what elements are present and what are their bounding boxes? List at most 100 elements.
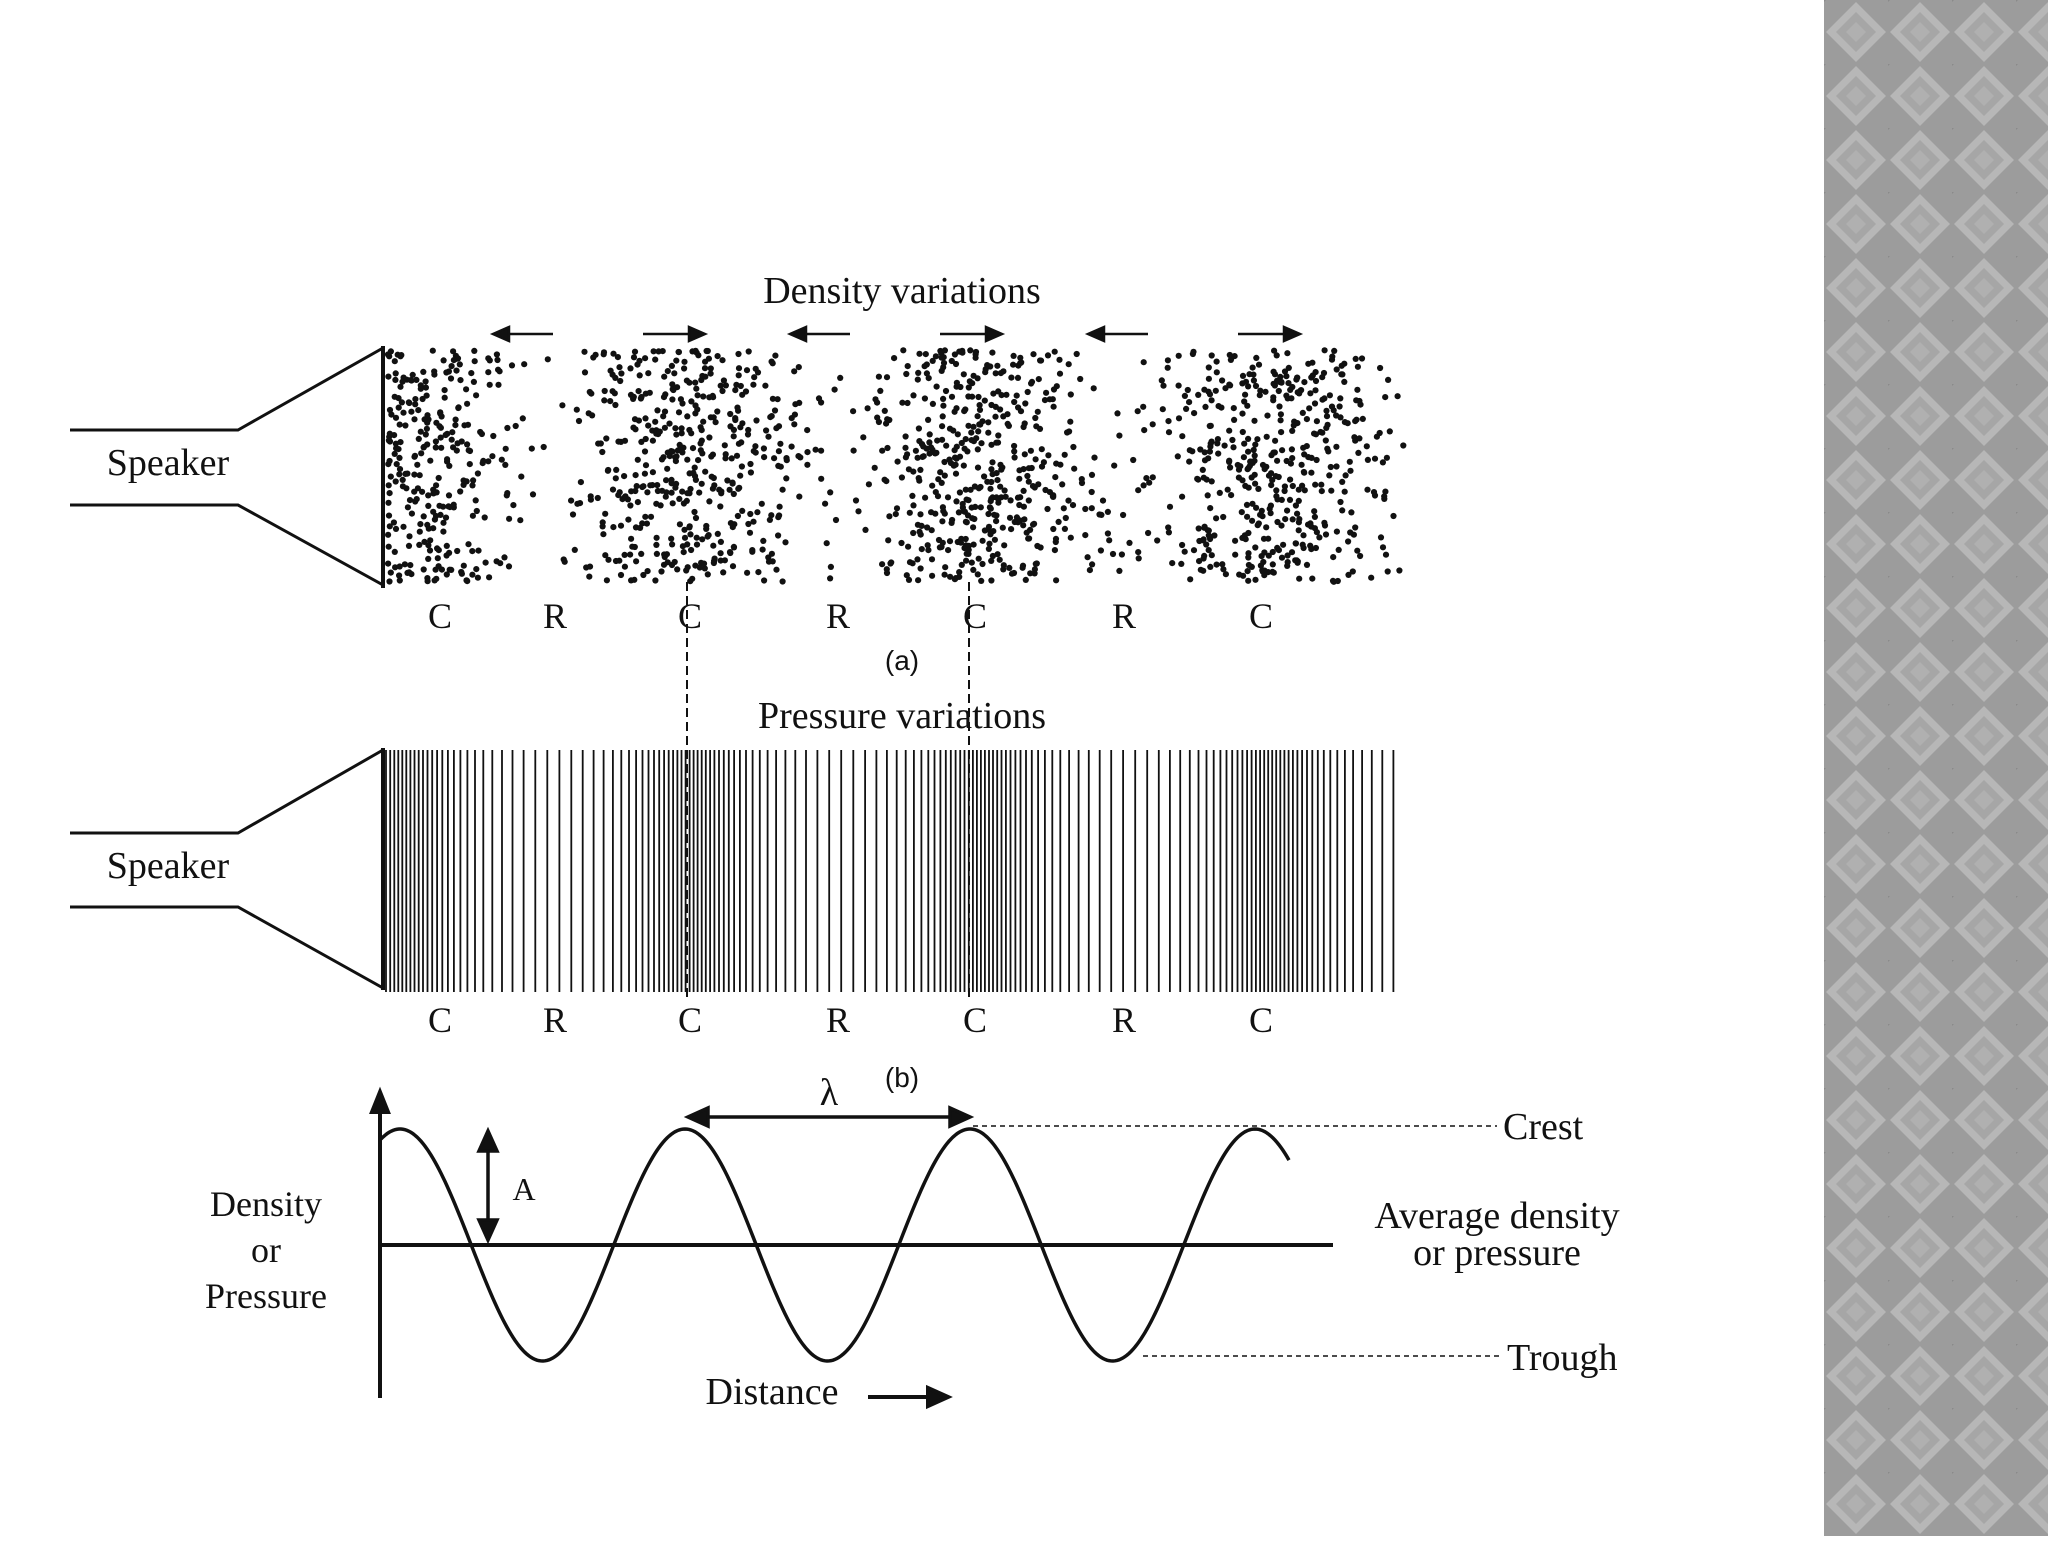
particle-dot: [446, 463, 452, 469]
particle-dot: [430, 509, 436, 515]
particle-dot: [722, 442, 728, 448]
particle-dot: [993, 518, 999, 524]
particle-dot: [434, 545, 440, 551]
particle-dot: [622, 552, 628, 558]
particle-dot: [975, 465, 981, 471]
y-axis-label-line-1: Density: [210, 1184, 322, 1224]
particle-dot: [662, 391, 668, 397]
particle-dot: [1339, 363, 1345, 369]
particle-dot: [1323, 437, 1329, 443]
particle-dot: [504, 425, 510, 431]
particle-dot: [400, 524, 406, 530]
particle-dot: [1033, 423, 1039, 429]
particle-dot: [1278, 411, 1284, 417]
panel-b-title: Pressure variations: [758, 695, 1046, 737]
particle-dot: [979, 561, 985, 567]
particle-dot: [722, 455, 728, 461]
particle-dot: [713, 419, 719, 425]
particle-dot: [485, 458, 491, 464]
particle-dot: [530, 491, 536, 497]
particle-dot: [703, 523, 709, 529]
particle-dot: [690, 445, 696, 451]
particle-dot: [761, 577, 767, 583]
particle-dot: [416, 542, 422, 548]
particle-dot: [939, 480, 945, 486]
particle-dot: [1241, 454, 1247, 460]
particle-dot: [994, 363, 1000, 369]
particle-dot: [1165, 418, 1171, 424]
particle-dot: [1050, 526, 1056, 532]
particle-dot: [607, 398, 613, 404]
particle-dot: [992, 537, 998, 543]
particle-dot: [1288, 395, 1294, 401]
particle-dot: [1032, 566, 1038, 572]
particle-dot: [670, 500, 676, 506]
particle-dot: [402, 422, 408, 428]
particle-dot: [425, 542, 431, 548]
particle-dot: [598, 440, 604, 446]
particle-dot: [724, 477, 730, 483]
particle-dot: [642, 514, 648, 520]
motion-arrows: [493, 327, 1300, 341]
particle-dot: [419, 489, 425, 495]
particle-dot: [765, 434, 771, 440]
particle-dot: [386, 578, 392, 584]
particle-dot: [907, 510, 913, 516]
particle-dot: [1270, 561, 1276, 567]
particle-dot: [718, 550, 724, 556]
particle-dot: [1301, 451, 1307, 457]
particle-dot: [822, 501, 828, 507]
panel-a-title: Density variations: [763, 270, 1041, 312]
particle-dot: [973, 435, 979, 441]
particle-dot: [612, 402, 618, 408]
particle-dot: [791, 368, 797, 374]
particle-dot: [1011, 443, 1017, 449]
particle-dot: [1016, 476, 1022, 482]
particle-dot: [988, 498, 994, 504]
particle-dot: [1312, 514, 1318, 520]
particle-dot: [1329, 357, 1335, 363]
particle-dot: [1396, 567, 1402, 573]
particle-dot: [706, 434, 712, 440]
particle-dot: [440, 529, 446, 535]
particle-dot: [951, 463, 957, 469]
particle-dot: [1347, 529, 1353, 535]
particle-dot: [1062, 526, 1068, 532]
particle-dot: [925, 417, 931, 423]
particle-dot: [966, 547, 972, 553]
particle-dot: [1045, 352, 1051, 358]
particle-dot: [386, 544, 392, 550]
particle-dot: [1319, 430, 1325, 436]
particle-dot: [586, 574, 592, 580]
particle-dot: [993, 512, 999, 518]
particle-dot: [1382, 394, 1388, 400]
particle-dot: [1202, 524, 1208, 530]
particle-dot: [1037, 357, 1043, 363]
particle-dot: [464, 401, 470, 407]
particle-dot: [1231, 405, 1237, 411]
particle-dot: [891, 355, 897, 361]
particle-dot: [651, 348, 657, 354]
particle-dot: [1287, 497, 1293, 503]
particle-dot: [406, 533, 412, 539]
particle-dot: [976, 421, 982, 427]
particle-dot: [663, 477, 669, 483]
particle-dot: [1068, 391, 1074, 397]
particle-dot: [385, 374, 391, 380]
particle-dot: [642, 415, 648, 421]
particle-dot: [1026, 497, 1032, 503]
particle-dot: [1150, 474, 1156, 480]
particle-dot: [633, 558, 639, 564]
particle-dot: [616, 364, 622, 370]
particle-dot: [737, 424, 743, 430]
particle-dot: [636, 358, 642, 364]
particle-dot: [762, 383, 768, 389]
particle-dot: [1033, 456, 1039, 462]
particle-dot: [676, 409, 682, 415]
particle-dot: [1023, 577, 1029, 583]
particle-dot: [1068, 535, 1074, 541]
particle-dot: [1251, 418, 1257, 424]
particle-dot: [396, 471, 402, 477]
particle-dot: [1293, 540, 1299, 546]
particle-dot: [968, 430, 974, 436]
